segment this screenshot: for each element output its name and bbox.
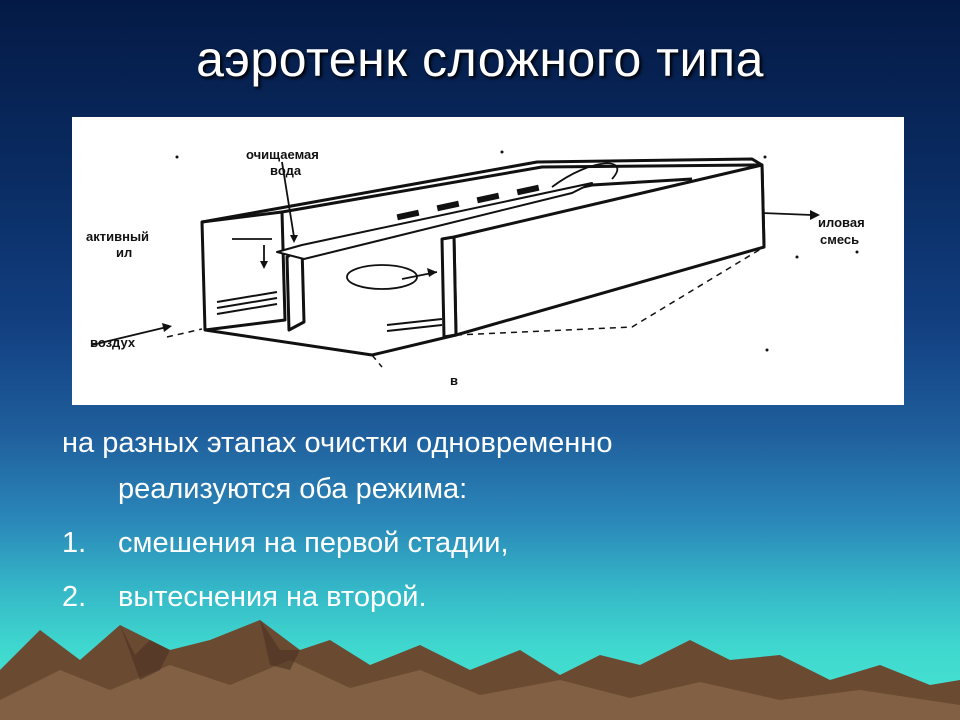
label-sludge-mix-2: смесь [820,232,859,247]
slide-title: аэротенк сложного типа [196,31,764,87]
list-text: смешения на первой стадии, [118,527,509,559]
label-active-sludge-2: ил [116,245,132,260]
list-text: вытеснения на второй. [118,581,427,613]
intro-paragraph: на разных этапах очистки одновременно ре… [62,420,902,512]
list-item-1: 1. смешения на первой стадии, [62,520,902,566]
aerotank-diagram: очищаемая вода активный ил воздух иловая… [72,117,904,405]
label-air: воздух [90,335,136,350]
list-item-2: 2. вытеснения на второй. [62,574,902,620]
intro-line-1: на разных этапах очистки одновременно [62,427,613,459]
aerotank-drawing: очищаемая вода активный ил воздух иловая… [86,147,865,388]
list-number: 1. [62,527,87,559]
label-active-sludge-1: активный [86,229,149,244]
label-treated-water-2: вода [270,163,302,178]
slide-body: на разных этапах очистки одновременно ре… [62,420,902,620]
diagram-caption: в [450,373,458,388]
label-sludge-mix-1: иловая [818,215,865,230]
intro-line-2: реализуются оба режима: [118,473,468,505]
list-number: 2. [62,581,87,613]
mountain-landscape [0,620,960,720]
label-treated-water-1: очищаемая [246,147,319,162]
